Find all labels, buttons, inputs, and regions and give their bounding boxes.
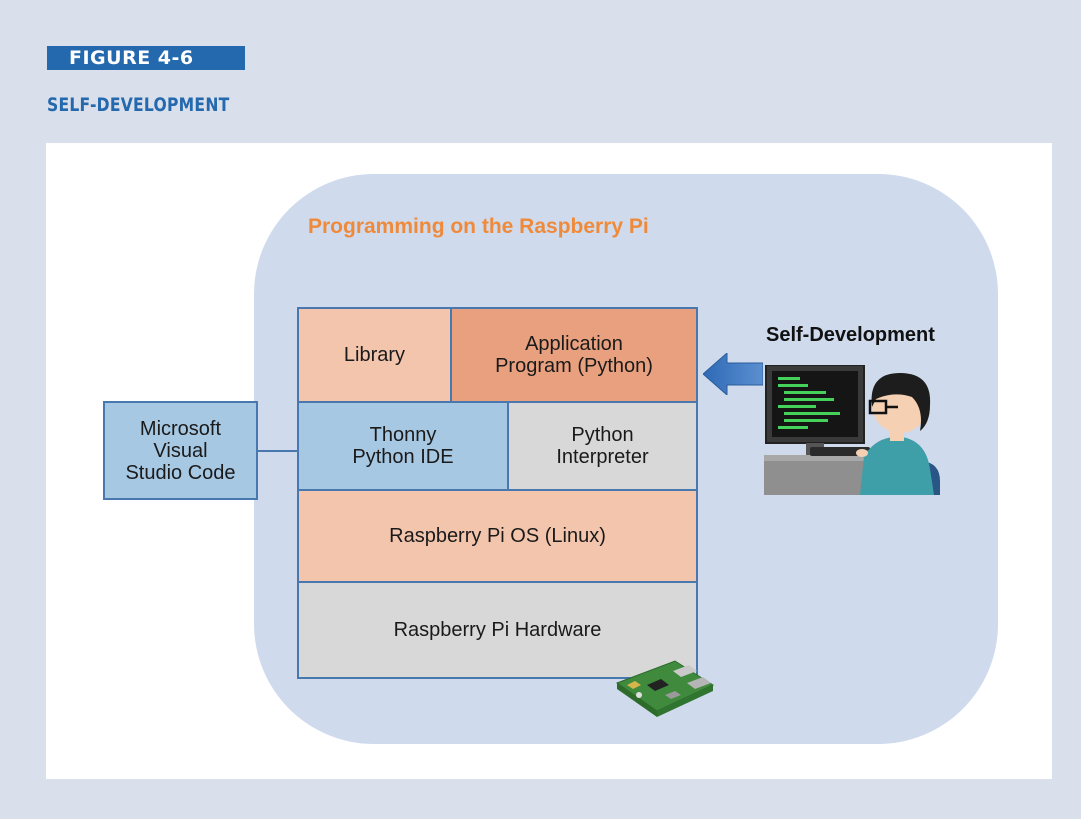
self-development-label: Self-Development: [766, 324, 935, 346]
thonny-ide-label: Thonny Python IDE: [352, 424, 454, 468]
application-program-layer: Application Program (Python): [450, 307, 698, 403]
figure-title: SELF-DEVELOPMENT: [47, 94, 230, 116]
vscode-connector-line: [258, 450, 297, 452]
programmer-at-computer-icon: [764, 365, 940, 495]
thonny-ide-layer: Thonny Python IDE: [297, 401, 509, 491]
python-interpreter-layer: Python Interpreter: [507, 401, 698, 491]
environment-heading: Programming on the Raspberry Pi: [308, 215, 649, 238]
application-program-label: Application Program (Python): [495, 333, 653, 377]
raspberry-pi-hardware-layer: Raspberry Pi Hardware: [297, 581, 698, 679]
figure-number-badge: FIGURE 4-6: [47, 46, 245, 70]
raspberry-pi-hardware-label: Raspberry Pi Hardware: [393, 619, 602, 641]
library-layer: Library: [297, 307, 452, 403]
diagram-panel: Programming on the Raspberry Pi Library …: [46, 143, 1052, 779]
raspberry-pi-os-layer: Raspberry Pi OS (Linux): [297, 489, 698, 583]
arrow-left-icon: [703, 353, 763, 395]
library-label: Library: [343, 344, 406, 366]
python-interpreter-label: Python Interpreter: [556, 424, 649, 468]
vscode-label: Microsoft Visual Studio Code: [125, 417, 236, 484]
raspberry-pi-board-icon: [615, 660, 715, 717]
raspberry-pi-os-label: Raspberry Pi OS (Linux): [389, 525, 606, 547]
vscode-box: Microsoft Visual Studio Code: [103, 401, 258, 500]
